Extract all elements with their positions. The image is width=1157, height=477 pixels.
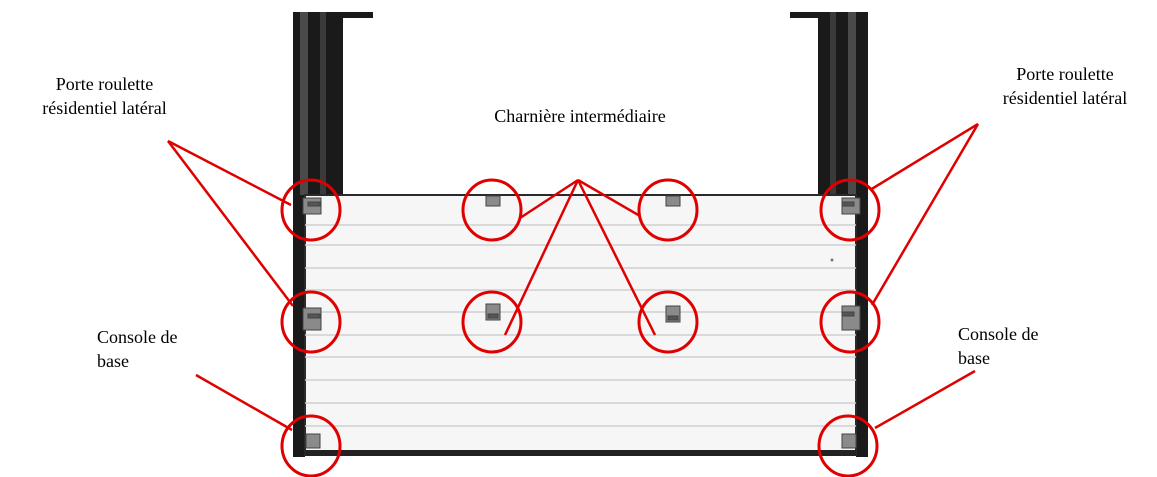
label-roller-carrier-left-line1: Porte roulette xyxy=(55,74,154,94)
door-panel xyxy=(304,194,857,456)
leader-bl xyxy=(195,373,293,432)
label-intermediate-hinge-text: Charnière intermédiaire xyxy=(494,106,666,126)
hinge-top-right xyxy=(665,195,681,207)
label-base-bracket-right-line2: base xyxy=(958,348,990,368)
label-roller-carrier-right-line1: Porte roulette xyxy=(1016,64,1114,84)
circle-hinge-mid-right xyxy=(637,290,699,354)
leader-tr-mid xyxy=(870,123,980,306)
circle-hinge-top-left xyxy=(461,178,523,242)
leader-c-3 xyxy=(503,179,580,336)
label-intermediate-hinge: Charnière intermédiaire xyxy=(455,104,705,128)
label-base-bracket-left-line1: Console de xyxy=(97,327,178,347)
label-roller-carrier-right-line2: résidentiel latéral xyxy=(1002,88,1128,108)
label-base-bracket-right-line1: Console de xyxy=(958,324,1039,344)
hinge-top-left xyxy=(485,195,501,207)
circle-base-left xyxy=(280,414,342,477)
label-roller-carrier-right: Porte roulette résidentiel latéral xyxy=(980,62,1150,110)
circle-roller-mid-right xyxy=(819,290,881,354)
circle-hinge-mid-left xyxy=(461,290,523,354)
leader-c-2 xyxy=(577,178,641,218)
circle-roller-mid-left xyxy=(280,290,342,354)
circle-roller-top-left xyxy=(280,178,342,242)
roller-carrier-mid-right xyxy=(841,305,861,331)
label-base-bracket-left: Console de base xyxy=(97,325,178,373)
roller-carrier-mid-left xyxy=(302,307,322,331)
leader-tl-mid xyxy=(167,140,294,307)
base-bracket-left xyxy=(305,433,321,449)
leader-tr-top xyxy=(869,122,979,192)
circle-hinge-top-right xyxy=(637,178,699,242)
circle-roller-top-right xyxy=(819,178,881,242)
leader-c-1 xyxy=(519,178,579,220)
panel-grooves xyxy=(305,224,856,427)
door-frame xyxy=(293,12,868,457)
leader-br xyxy=(874,369,976,430)
label-base-bracket-left-line2: base xyxy=(97,351,129,371)
label-base-bracket-right: Console de base xyxy=(958,322,1039,370)
leader-c-4 xyxy=(576,179,657,336)
circle-base-right xyxy=(817,414,879,477)
leader-tl-top xyxy=(167,139,292,207)
annotation-circles xyxy=(280,178,881,477)
label-roller-carrier-left-line2: résidentiel latéral xyxy=(42,98,167,118)
label-roller-carrier-left: Porte roulette résidentiel latéral xyxy=(22,72,187,120)
hardware-parts xyxy=(302,195,861,449)
leader-lines xyxy=(167,122,980,432)
base-bracket-right xyxy=(841,433,857,449)
